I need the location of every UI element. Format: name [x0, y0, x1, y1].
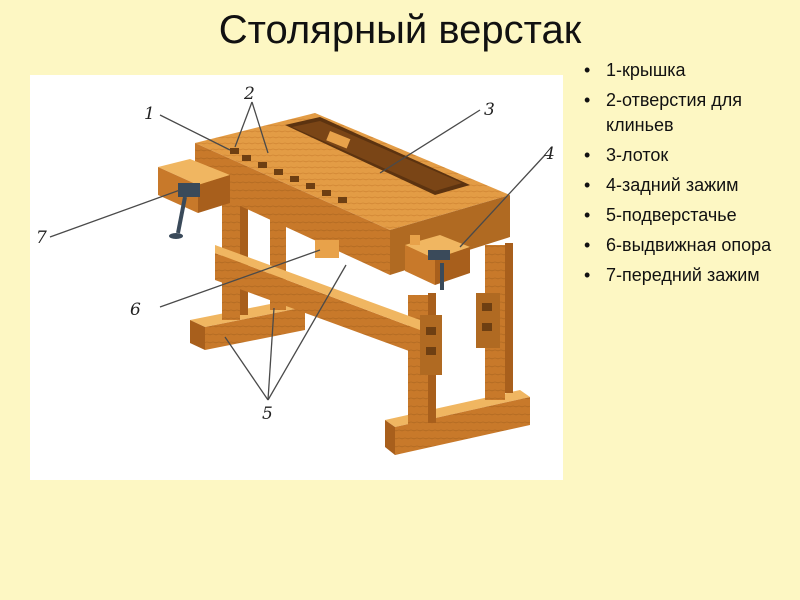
bench-top	[195, 113, 510, 275]
workbench-illustration: 1 2 3 4 5 6 7	[36, 84, 555, 455]
callout-3: 3	[484, 100, 495, 120]
callout-4: 4	[543, 144, 555, 164]
legend-item: • 7-передний зажим	[582, 263, 794, 288]
leader-lines	[49, 101, 546, 401]
legend-item-text: 2-отверстия для клиньев	[606, 90, 743, 135]
legend-item: • 2-отверстия для клиньев	[582, 88, 794, 138]
wedge-holes	[230, 148, 347, 203]
bullet-icon: •	[584, 175, 591, 195]
front-vise	[158, 159, 230, 239]
sliding-support	[420, 293, 500, 375]
legend-item-text: 4-задний зажим	[606, 175, 739, 195]
legend-item-text: 7-передний зажим	[606, 265, 760, 285]
stretcher-rail	[215, 245, 420, 355]
callout-5: 5	[262, 404, 273, 424]
legend-item: • 5-подверстачье	[582, 203, 794, 228]
bullet-icon: •	[584, 265, 591, 285]
callout-2: 2	[243, 84, 255, 104]
legend-item-text: 6-выдвижная опора	[606, 235, 772, 255]
parts-legend: • 1-крышка • 2-отверстия для клиньев • 3-ло…	[582, 58, 794, 293]
rear-vise	[405, 235, 470, 290]
bullet-icon: •	[584, 145, 591, 165]
bullet-icon: •	[584, 205, 591, 225]
callout-1: 1	[144, 104, 155, 124]
legend-item-text: 1-крышка	[606, 60, 686, 80]
right-foot	[385, 390, 530, 455]
legend-item: • 1-крышка	[582, 58, 794, 83]
rail-block	[315, 240, 339, 258]
legend-item: • 4-задний зажим	[582, 173, 794, 198]
legend-item-text: 5-подверстачье	[606, 205, 737, 225]
workbench-illustration-panel: 1 2 3 4 5 6 7	[30, 75, 563, 480]
legend-item-text: 3-лоток	[606, 145, 669, 165]
slide-title: Столярный верстак	[218, 8, 582, 52]
legend-item: • 6-выдвижная опора	[582, 233, 794, 258]
legend-item: • 3-лоток	[582, 143, 794, 168]
callout-7: 7	[36, 228, 47, 248]
callout-6: 6	[130, 300, 141, 320]
bullet-icon: •	[584, 60, 591, 80]
bullet-icon: •	[584, 90, 591, 110]
bullet-icon: •	[584, 235, 591, 255]
